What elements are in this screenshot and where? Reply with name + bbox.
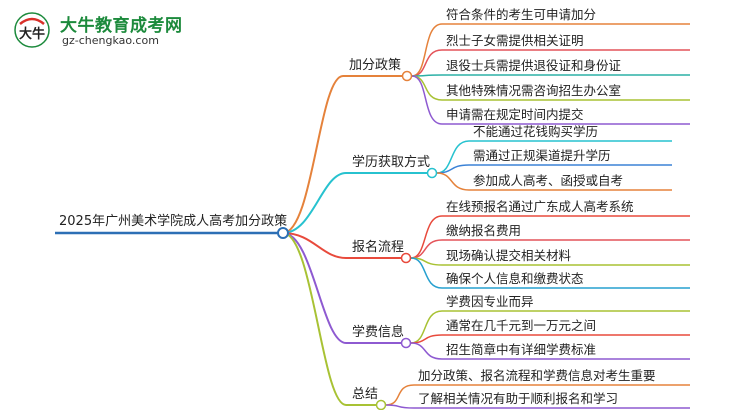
connector-2-3 [410,257,443,289]
connector-2-1 [410,239,443,259]
mindmap-category-2: 报名流程 [352,240,405,255]
logo-url: gz-chengkao.com [62,34,159,47]
logo-title: 大牛教育成考网 [60,16,183,36]
mindmap-leaf: 了解相关情况有助于顺利报名和学习 [418,391,619,406]
logo-mark-icon: 大牛 [14,12,50,48]
mindmap-leaf: 需通过正规渠道提升学历 [473,148,611,163]
mindmap-leaf: 参加成人高考、函授或自考 [473,173,624,188]
mindmap-leaf: 学费因专业而异 [446,294,534,309]
mindmap-leaf: 现场确认提交相关材料 [446,248,572,263]
mindmap-leaf: 烈士子女需提供相关证明 [446,33,584,48]
mindmap-leaf: 退役士兵需提供退役证和身份证 [446,58,622,73]
mindmap-leaf: 申请需在规定时间内提交 [446,107,584,122]
mindmap-leaf: 其他特殊情况需咨询招生办公室 [446,83,622,98]
mindmap-leaf: 缴纳报名费用 [446,223,522,238]
connector-3-2 [410,342,443,360]
connector-4-1 [385,404,415,409]
category-hub-0 [401,70,413,82]
mindmap-leaf: 在线预报名通过广东成人高考系统 [446,199,634,214]
connector-root-to-4 [282,232,347,406]
mindmap-leaf: 确保个人信息和缴费状态 [446,271,584,286]
mindmap-root: 2025年广州美术学院成人高考加分政策 [59,214,288,229]
connector-0-4 [411,75,443,125]
connector-0-3 [411,75,443,101]
category-hub-3 [400,337,412,349]
connector-0-1 [411,49,443,77]
site-logo[interactable]: 大牛 大牛教育成考网 gz-chengkao.com [8,10,218,50]
connector-root-to-3 [282,232,347,344]
svg-text:大牛: 大牛 [19,26,45,42]
mindmap-category-3: 学费信息 [352,325,405,340]
mindmap-leaf: 招生简章中有详细学费标准 [446,342,597,357]
root-hub [277,227,289,239]
connector-root-to-0 [282,75,344,234]
connector-4-0 [385,384,415,406]
mindmap-category-4: 总结 [352,387,379,402]
category-hub-1 [426,167,438,179]
mindmap-leaf: 加分政策、报名流程和学费信息对考生重要 [418,368,656,383]
connector-1-2 [436,172,470,191]
connector-2-0 [410,215,443,259]
mindmap-leaf: 符合条件的考生可申请加分 [446,7,597,22]
connector-root-to-1 [282,172,347,234]
mindmap-category-0: 加分政策 [349,58,402,73]
connector-root-to-2 [282,232,347,259]
mindmap-leaf: 通常在几千元到一万元之间 [446,318,597,333]
mindmap-leaf: 不能通过花钱购买学历 [473,124,599,139]
category-hub-2 [400,252,412,264]
mindmap-category-1: 学历获取方式 [352,155,431,170]
